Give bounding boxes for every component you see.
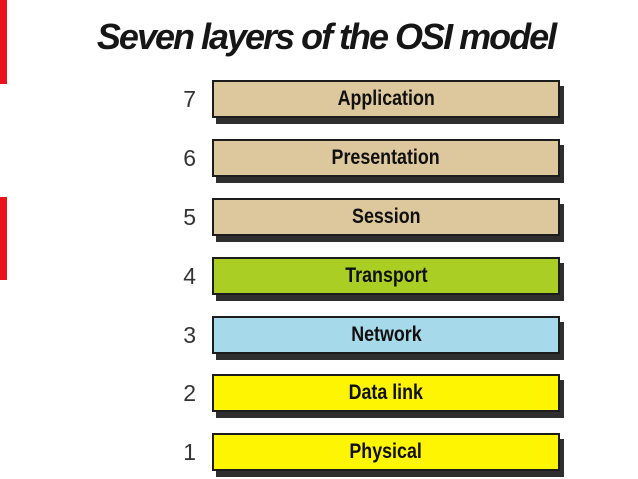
layer-label: Physical (349, 440, 423, 463)
layer-label: Network (350, 323, 422, 346)
slide-title: Seven layers of the OSI model (96, 16, 557, 57)
layer-label: Data link (348, 381, 424, 404)
layer-box-presentation: Presentation (212, 139, 560, 177)
layer-number: 3 (183, 322, 196, 348)
osi-layer-row-3: 3 Network (0, 316, 638, 354)
osi-layer-row-7: 7 Application (0, 80, 638, 118)
layer-box-application: Application (212, 80, 560, 118)
layer-box-physical: Physical (212, 433, 560, 471)
layer-box-transport: Transport (212, 257, 560, 295)
layer-label: Transport (344, 264, 428, 287)
layer-number: 7 (183, 86, 196, 112)
layer-box-data-link: Data link (212, 374, 560, 412)
layer-box-session: Session (212, 198, 560, 236)
layer-number: 4 (183, 263, 196, 289)
layer-label: Session (351, 205, 421, 228)
layer-label: Application (337, 87, 435, 110)
osi-layer-row-6: 6 Presentation (0, 139, 638, 177)
osi-layer-row-5: 5 Session (0, 198, 638, 236)
layer-number: 5 (183, 204, 196, 230)
red-edge-bar-middle (0, 197, 7, 280)
layer-number: 1 (183, 439, 196, 465)
layer-number: 2 (183, 380, 196, 406)
layer-label: Presentation (331, 146, 441, 169)
layer-box-network: Network (212, 316, 560, 354)
osi-layer-row-4: 4 Transport (0, 257, 638, 295)
osi-layer-row-2: 2 Data link (0, 374, 638, 412)
red-edge-bar-top (0, 0, 7, 84)
osi-layer-row-1: 1 Physical (0, 433, 638, 471)
layer-number: 6 (183, 145, 196, 171)
